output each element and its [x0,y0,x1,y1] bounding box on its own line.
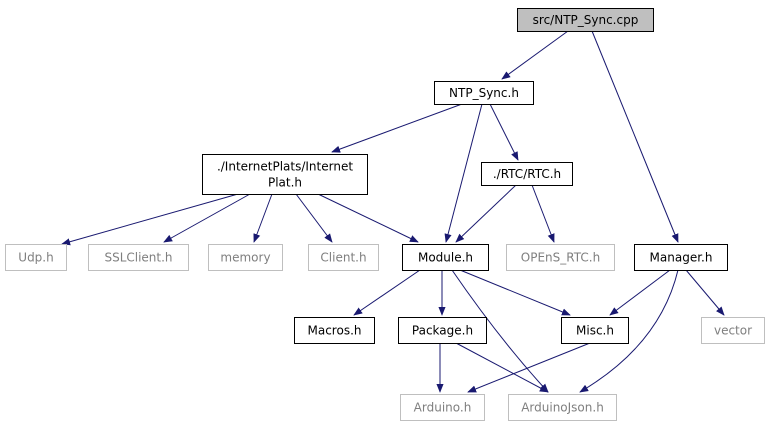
node-ntp-sync-h[interactable]: NTP_Sync.h [434,81,534,105]
edge-ntp-sync-h-to-internet-plat-h [331,103,463,153]
edge-package-h-to-arduinojson-h [455,342,549,393]
node-arduinojson-h: ArduinoJson.h [508,394,617,421]
node-label: Package.h [412,324,473,338]
node-label: Client.h [320,251,366,265]
node-manager-h[interactable]: Manager.h [634,244,728,271]
node-label: ./RTC/RTC.h [493,167,561,181]
node-label: ArduinoJson.h [521,401,604,415]
node-label: Plat.h [268,176,302,190]
node-box [517,8,654,32]
edges [61,30,725,393]
node-udp-h: Udp.h [5,244,67,271]
edge-internet-plat-h-to-memory [253,193,273,243]
node-label: Arduino.h [414,401,472,415]
edge-rtc-h-to-module-h [455,184,517,243]
node-box [88,244,189,271]
node-label: Module.h [418,251,473,265]
edge-ntp-sync-cpp-to-ntp-sync-h [501,30,569,80]
node-box [202,154,368,195]
node-box [634,244,728,271]
node-arduino-h: Arduino.h [400,394,485,421]
node-internet-plat-h[interactable]: ./InternetPlats/InternetPlat.h [202,154,368,195]
edge-module-h-to-arduinojson-h [451,269,549,393]
edge-internet-plat-h-to-sslclient-h [163,193,251,243]
edge-manager-h-to-vector [685,269,725,316]
node-module-h[interactable]: Module.h [402,244,489,271]
node-label: vector [714,324,752,338]
edge-internet-plat-h-to-udp-h [61,193,239,246]
node-box [506,244,615,271]
edge-internet-plat-h-to-client-h [295,193,333,243]
node-label: Macros.h [308,324,362,338]
edge-ntp-sync-h-to-module-h [444,103,483,243]
node-label: src/NTP_Sync.cpp [533,13,639,27]
node-macros-h[interactable]: Macros.h [294,317,375,344]
node-label: NTP_Sync.h [449,86,519,100]
node-misc-h[interactable]: Misc.h [561,317,629,344]
node-box [561,317,629,344]
node-vector: vector [701,317,765,344]
node-box [400,394,485,421]
node-box [481,162,573,186]
node-label: Misc.h [576,324,614,338]
edge-ntp-sync-h-to-rtc-h [489,103,519,161]
edge-manager-h-to-arduinojson-h [579,269,679,393]
node-label: Manager.h [650,251,713,265]
node-opens-rtc-h: OPEnS_RTC.h [506,244,615,271]
node-rtc-h[interactable]: ./RTC/RTC.h [481,162,573,186]
edge-module-h-to-misc-h [459,269,571,316]
node-box [208,244,283,271]
node-label: memory [220,251,270,265]
node-box [398,317,487,344]
node-box [402,244,489,271]
node-label: OPEnS_RTC.h [521,251,600,265]
node-ntp-sync-cpp[interactable]: src/NTP_Sync.cpp [517,8,654,32]
node-client-h: Client.h [308,244,379,271]
node-memory: memory [208,244,283,271]
node-box [294,317,375,344]
edge-rtc-h-to-opens-rtc-h [531,184,555,243]
node-sslclient-h: SSLClient.h [88,244,189,271]
edge-ntp-sync-cpp-to-manager-h [591,30,679,243]
node-box [701,317,765,344]
edge-internet-plat-h-to-module-h [317,193,419,243]
edge-misc-h-to-arduino-h [467,342,591,393]
node-label: Udp.h [18,251,53,265]
node-box [5,244,67,271]
edge-manager-h-to-misc-h [609,269,671,316]
node-label: SSLClient.h [104,251,172,265]
edge-module-h-to-macros-h [353,269,421,316]
node-label: ./InternetPlats/Internet [217,160,353,174]
node-package-h[interactable]: Package.h [398,317,487,344]
node-box [308,244,379,271]
node-box [508,394,617,421]
node-box [434,81,534,105]
